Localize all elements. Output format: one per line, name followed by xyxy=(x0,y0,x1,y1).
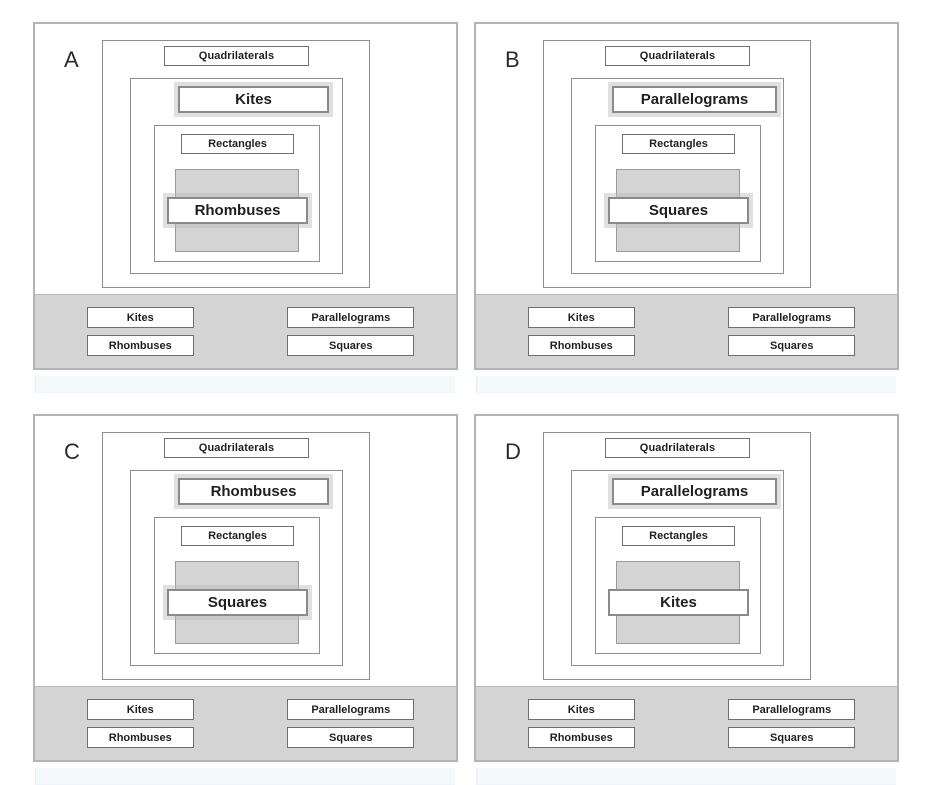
legend-items: Kites Parallelograms Rhombuses Squares xyxy=(476,307,897,356)
panel-a[interactable]: A Quadrilaterals Kites Rectangles Rhombu… xyxy=(33,22,458,370)
panel-letter-b: B xyxy=(505,47,520,72)
legend-strip: Kites Parallelograms Rhombuses Squares xyxy=(35,686,456,760)
level-2-label: Kites xyxy=(178,86,329,113)
panel-grid: A Quadrilaterals Kites Rectangles Rhombu… xyxy=(33,22,899,785)
nest-ring-2 xyxy=(130,470,343,666)
level-3-label: Rectangles xyxy=(181,526,294,546)
legend-item-rhombuses: Rhombuses xyxy=(527,335,635,356)
nest-ring-1 xyxy=(543,40,811,288)
legend-item-rhombuses: Rhombuses xyxy=(86,335,194,356)
level-2-label: Parallelograms xyxy=(612,478,777,505)
level-2-label: Rhombuses xyxy=(178,478,329,505)
legend-item-parallelograms: Parallelograms xyxy=(728,699,856,720)
legend-item-rhombuses: Rhombuses xyxy=(527,727,635,748)
nest-ring-2 xyxy=(571,470,784,666)
legend-items: Kites Parallelograms Rhombuses Squares xyxy=(35,699,456,748)
nest-ring-1 xyxy=(102,40,370,288)
nest-ring-3 xyxy=(154,125,320,262)
level-2-label: Parallelograms xyxy=(612,86,777,113)
level-4-label: Squares xyxy=(608,197,749,224)
panel-wrapper-a: A Quadrilaterals Kites Rectangles Rhombu… xyxy=(33,22,458,393)
panel-letter-a: A xyxy=(64,47,79,72)
level-1-label: Quadrilaterals xyxy=(164,46,309,66)
legend-item-parallelograms: Parallelograms xyxy=(728,307,856,328)
level-4-label: Squares xyxy=(167,589,308,616)
panel-b[interactable]: B Quadrilaterals Parallelograms Rectangl… xyxy=(474,22,899,370)
legend-item-kites: Kites xyxy=(86,699,194,720)
panel-d[interactable]: D Quadrilaterals Parallelograms Rectangl… xyxy=(474,414,899,762)
legend-strip: Kites Parallelograms Rhombuses Squares xyxy=(476,294,897,368)
panel-letter-c: C xyxy=(64,439,80,464)
level-1-label: Quadrilaterals xyxy=(605,46,750,66)
level-3-label: Rectangles xyxy=(622,526,735,546)
legend-item-squares: Squares xyxy=(287,335,415,356)
legend-items: Kites Parallelograms Rhombuses Squares xyxy=(35,307,456,356)
panel-underline xyxy=(35,376,455,393)
panel-letter-d: D xyxy=(505,439,521,464)
legend-item-kites: Kites xyxy=(86,307,194,328)
panel-underline xyxy=(476,376,896,393)
nest-ring-3 xyxy=(595,125,761,262)
panel-wrapper-c: C Quadrilaterals Rhombuses Rectangles Sq… xyxy=(33,414,458,785)
level-3-label: Rectangles xyxy=(181,134,294,154)
legend-item-squares: Squares xyxy=(728,727,856,748)
panel-c[interactable]: C Quadrilaterals Rhombuses Rectangles Sq… xyxy=(33,414,458,762)
panel-wrapper-d: D Quadrilaterals Parallelograms Rectangl… xyxy=(474,414,899,785)
legend-strip: Kites Parallelograms Rhombuses Squares xyxy=(35,294,456,368)
panel-underline xyxy=(476,768,896,785)
legend-item-squares: Squares xyxy=(287,727,415,748)
panel-underline xyxy=(35,768,455,785)
legend-items: Kites Parallelograms Rhombuses Squares xyxy=(476,699,897,748)
panel-wrapper-b: B Quadrilaterals Parallelograms Rectangl… xyxy=(474,22,899,393)
legend-item-kites: Kites xyxy=(527,307,635,328)
level-1-label: Quadrilaterals xyxy=(164,438,309,458)
nest-ring-2 xyxy=(571,78,784,274)
legend-strip: Kites Parallelograms Rhombuses Squares xyxy=(476,686,897,760)
level-3-label: Rectangles xyxy=(622,134,735,154)
nest-ring-1 xyxy=(102,432,370,680)
nest-ring-3 xyxy=(154,517,320,654)
nest-ring-3 xyxy=(595,517,761,654)
legend-item-parallelograms: Parallelograms xyxy=(287,699,415,720)
legend-item-rhombuses: Rhombuses xyxy=(86,727,194,748)
legend-item-kites: Kites xyxy=(527,699,635,720)
legend-item-parallelograms: Parallelograms xyxy=(287,307,415,328)
nest-ring-2 xyxy=(130,78,343,274)
level-4-label: Rhombuses xyxy=(167,197,308,224)
legend-item-squares: Squares xyxy=(728,335,856,356)
level-1-label: Quadrilaterals xyxy=(605,438,750,458)
nest-ring-1 xyxy=(543,432,811,680)
level-4-label: Kites xyxy=(608,589,749,616)
